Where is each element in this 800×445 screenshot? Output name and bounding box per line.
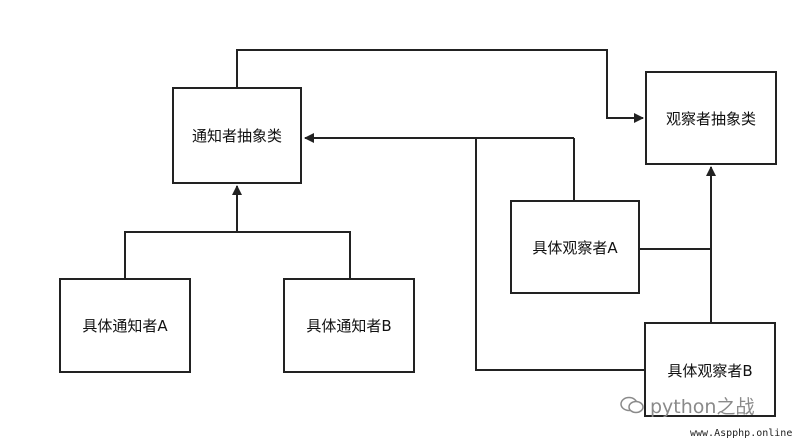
wechat-icon bbox=[620, 396, 644, 414]
notifier-to-observer-arrow bbox=[236, 49, 644, 123]
concrete-observer-a-label: 具体观察者A bbox=[532, 238, 618, 257]
observer-abstract-label: 观察者抽象类 bbox=[665, 109, 756, 128]
concrete-observer-b-box: 具体观察者B bbox=[644, 322, 776, 417]
notifier-abstract-label: 通知者抽象类 bbox=[191, 127, 282, 145]
notifier-a-inherit-line bbox=[124, 231, 237, 278]
notifier-b-inherit-line bbox=[237, 231, 351, 278]
concrete-observer-a-box: 具体观察者A bbox=[510, 200, 640, 294]
concrete-notifier-b-box: 具体通知者B bbox=[283, 278, 415, 373]
observer-b-to-notifier-line bbox=[475, 138, 644, 371]
site-url: www.Aspphp.online bbox=[690, 428, 793, 439]
observer-abstract-box: 观察者抽象类 bbox=[645, 71, 777, 165]
concrete-notifier-b-label: 具体通知者B bbox=[306, 317, 392, 335]
concrete-notifier-a-label: 具体通知者A bbox=[82, 317, 168, 335]
concrete-observer-b-label: 具体观察者B bbox=[667, 362, 753, 380]
notifier-abstract-box: 通知者抽象类 bbox=[172, 87, 302, 184]
watermark-text: python之战 bbox=[650, 396, 755, 418]
concrete-notifier-a-box: 具体通知者A bbox=[59, 278, 191, 373]
